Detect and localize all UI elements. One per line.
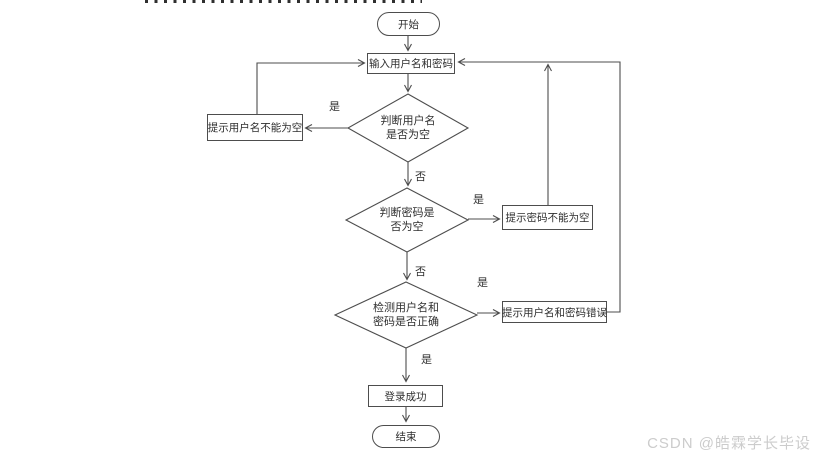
prompt-password-empty-node: 提示密码不能为空 [502, 205, 593, 230]
check-username-label-line1: 判断用户名 [380, 115, 436, 127]
edge-label-correct-down-yes: 是 [420, 354, 433, 366]
check-password-diamond [344, 187, 470, 253]
check-correct-label-line1: 检测用户名和 [373, 302, 439, 314]
edge-label-password-empty-yes: 是 [472, 194, 485, 206]
login-success-node: 登录成功 [368, 385, 443, 407]
clipped-text-fragments [145, 0, 422, 3]
prompt-credentials-error-node: 提示用户名和密码错误 [502, 301, 607, 323]
start-node: 开始 [377, 12, 440, 36]
edge-prompt-error-to-input [457, 58, 621, 313]
check-password-label-line1: 判断密码是 [379, 207, 435, 219]
check-correct-label-line2: 密码是否正确 [373, 316, 439, 328]
check-correct-label: 检测用户名和 密码是否正确 [346, 301, 466, 329]
edge-label-username-empty-yes: 是 [328, 101, 341, 113]
prompt-username-empty-node: 提示用户名不能为空 [207, 114, 303, 141]
end-node: 结束 [372, 425, 440, 448]
csdn-watermark: CSDN @皓霖学长毕设 [647, 435, 811, 452]
edge-prompt-username-to-input [256, 59, 366, 114]
check-username-label: 判断用户名 是否为空 [358, 114, 458, 142]
input-credentials-node: 输入用户名和密码 [367, 53, 455, 74]
check-username-label-line2: 是否为空 [386, 129, 430, 141]
check-password-label-line2: 否为空 [390, 221, 424, 233]
check-username-diamond [346, 93, 470, 163]
edge-label-correct-right-yes: 是 [476, 277, 489, 289]
edge-label-password-empty-no: 否 [414, 266, 427, 278]
check-password-label: 判断密码是 否为空 [357, 206, 457, 234]
edge-label-username-empty-no: 否 [414, 171, 427, 183]
check-correct-diamond [333, 281, 479, 349]
